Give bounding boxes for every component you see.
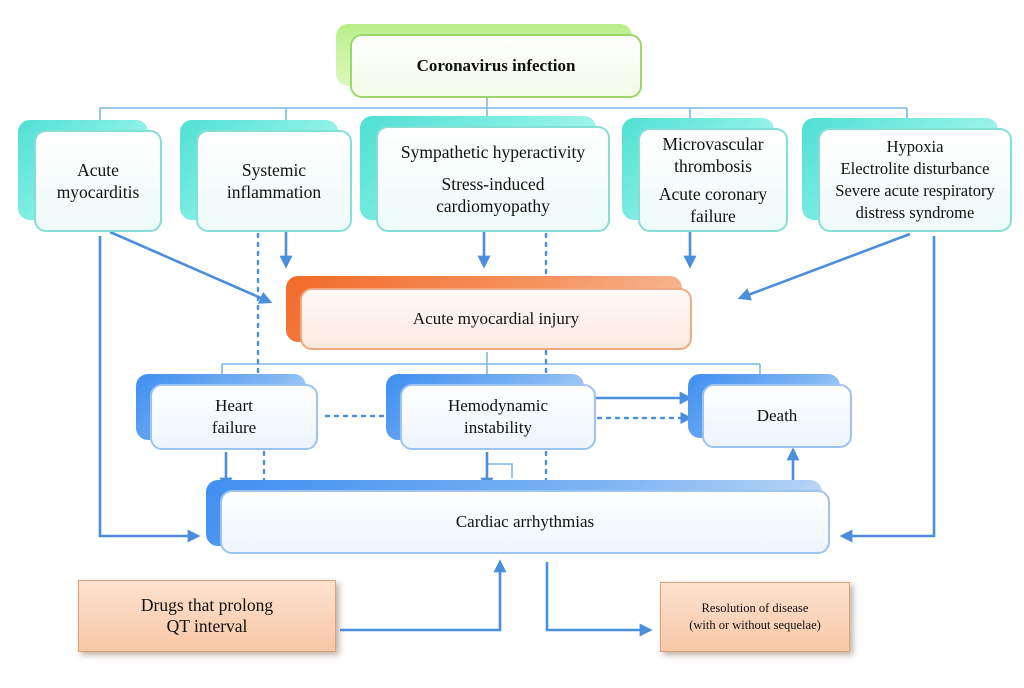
heart-failure-node: Heart failure <box>136 374 318 450</box>
heart-failure-line-2: failure <box>211 418 257 437</box>
arrow-drugs-arrhythmias <box>340 559 507 632</box>
arrow-hypoxia-arrhythmias <box>839 236 936 543</box>
cardiac-arrhythmias-label: Cardiac arrhythmias <box>455 512 595 531</box>
hemodynamic-line-2: instability <box>464 418 532 437</box>
death-node: Death <box>688 374 852 448</box>
microvascular-thrombosis-line-2: thrombosis <box>674 156 752 176</box>
hemodynamic-line-1: Hemodynamic <box>447 396 549 415</box>
cardiac-arrhythmias-node: Cardiac arrhythmias <box>206 480 830 554</box>
ards-line-1: Severe acute respiratory <box>835 181 995 200</box>
acute-myocarditis-line-1: Acute <box>77 160 119 180</box>
qt-drugs-node: Drugs that prolong QT interval <box>78 580 336 652</box>
coronavirus-infection-node: Coronavirus infection <box>336 24 642 98</box>
arrow-arrhythmias-resolution <box>545 562 653 637</box>
hypoxia-line: Hypoxia <box>886 137 944 156</box>
acute-coronary-failure-line-1: Acute coronary <box>658 184 768 204</box>
qt-drugs-line-1: Drugs that prolong <box>140 595 274 615</box>
heart-failure-line-1: Heart <box>215 396 253 415</box>
tree-connector-top <box>99 98 908 122</box>
arrow-hypoxia-injury <box>737 232 911 301</box>
hypoxia-node: Hypoxia Electrolite disturbance Severe a… <box>802 118 1012 232</box>
systemic-inflammation-line-1: Systemic <box>241 160 307 180</box>
acute-coronary-failure-line-2: failure <box>690 206 736 226</box>
microvascular-thrombosis-node: Microvascular thrombosis Acute coronary … <box>622 118 788 232</box>
resolution-node: Resolution of disease (with or without s… <box>660 582 850 652</box>
hemodynamic-bracket <box>487 463 513 478</box>
electrolite-disturbance-line: Electrolite disturbance <box>840 159 990 178</box>
qt-drugs-line-2: QT interval <box>166 616 248 636</box>
death-label: Death <box>756 406 798 425</box>
systemic-inflammation-line-2: inflammation <box>226 182 322 202</box>
coronavirus-infection-label: Coronavirus infection <box>416 56 576 75</box>
acute-myocarditis-line-2: myocarditis <box>56 182 140 202</box>
systemic-inflammation-node: Systemic inflammation <box>180 120 352 232</box>
resolution-line-2: (with or without sequelae) <box>689 618 821 632</box>
acute-myocardial-injury-label: Acute myocardial injury <box>412 309 580 328</box>
tree-connector-injury <box>221 352 761 376</box>
sympathetic-hyperactivity-node: Sympathetic hyperactivity Stress-induced… <box>360 116 610 232</box>
microvascular-thrombosis-line-1: Microvascular <box>662 134 764 154</box>
hemodynamic-instability-node: Hemodynamic instability <box>386 374 596 450</box>
acute-myocardial-injury-node: Acute myocardial injury <box>286 276 692 350</box>
arrow-myocarditis-injury <box>109 230 273 304</box>
ards-line-2: distress syndrome <box>855 203 975 222</box>
resolution-line-1: Resolution of disease <box>701 601 809 615</box>
sympathetic-hyperactivity-line: Sympathetic hyperactivity <box>400 142 586 162</box>
acute-myocarditis-node: Acute myocarditis <box>18 120 162 232</box>
stress-cardiomyopathy-line-1: Stress-induced <box>441 174 545 194</box>
arrow-myocarditis-arrhythmias <box>98 236 201 543</box>
stress-cardiomyopathy-line-2: cardiomyopathy <box>436 196 550 216</box>
